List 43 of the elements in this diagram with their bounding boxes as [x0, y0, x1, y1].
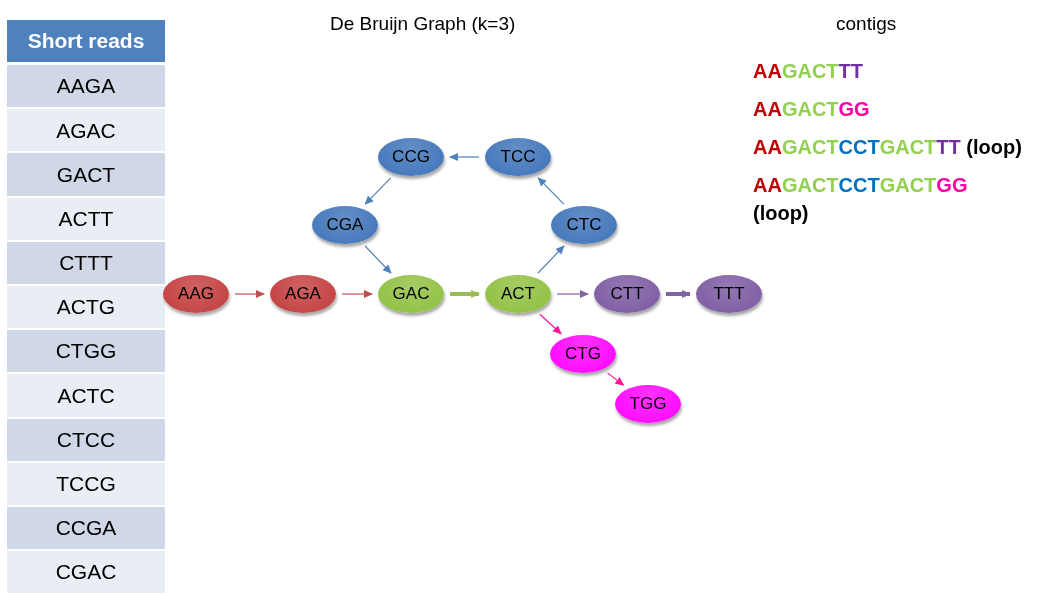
diagram-title: De Bruijn Graph (k=3): [330, 12, 516, 36]
kmer-node: CGA: [312, 206, 378, 244]
table-cell: AAGA: [7, 65, 165, 108]
kmer-node: GAC: [378, 275, 444, 313]
kmer-node: AGA: [270, 275, 336, 313]
contig-sequence: AAGACTTT: [753, 59, 864, 84]
arrow: [450, 290, 480, 298]
table-cell: CCGA: [7, 506, 165, 550]
arrow: [364, 245, 392, 274]
table-cell: ACTG: [7, 285, 165, 329]
kmer-node: CCG: [378, 138, 444, 176]
arrow: [556, 290, 589, 298]
table-cell: CTCC: [7, 418, 165, 461]
arrow: [539, 313, 562, 335]
arrow: [666, 290, 691, 298]
kmer-node: ACT: [485, 275, 551, 313]
table-cell: CTTT: [7, 241, 165, 284]
contig-sequence: AAGACTGG: [753, 97, 871, 122]
table-cell: CGAC: [7, 551, 165, 594]
kmer-node: CTC: [551, 206, 617, 244]
table-cell: TCCG: [7, 462, 165, 505]
arrow: [364, 177, 392, 205]
arrow: [537, 177, 565, 205]
arrow: [234, 290, 265, 298]
kmer-node: TTT: [696, 275, 762, 313]
table-cell: ACTT: [7, 197, 165, 240]
table-cell: AGAC: [7, 109, 165, 152]
table-header-cell: Short reads: [7, 20, 165, 62]
table-cell: GACT: [7, 153, 165, 196]
section-heading: contigs: [836, 12, 897, 36]
arrow: [537, 245, 565, 274]
table-cell: ACTC: [7, 374, 165, 417]
kmer-node: AAG: [163, 275, 229, 313]
kmer-node: CTT: [594, 275, 660, 313]
arrow: [449, 153, 480, 161]
arrow: [606, 372, 625, 386]
arrow: [341, 290, 373, 298]
table-cell: CTGG: [7, 330, 165, 373]
kmer-node: TCC: [485, 138, 551, 176]
kmer-node: CTG: [550, 335, 616, 373]
contig-sequence: AAGACTCCTGACTGG (loop): [753, 173, 969, 226]
kmer-node: TGG: [615, 385, 681, 423]
contig-sequence: AAGACTCCTGACTTT (loop): [753, 135, 1023, 160]
